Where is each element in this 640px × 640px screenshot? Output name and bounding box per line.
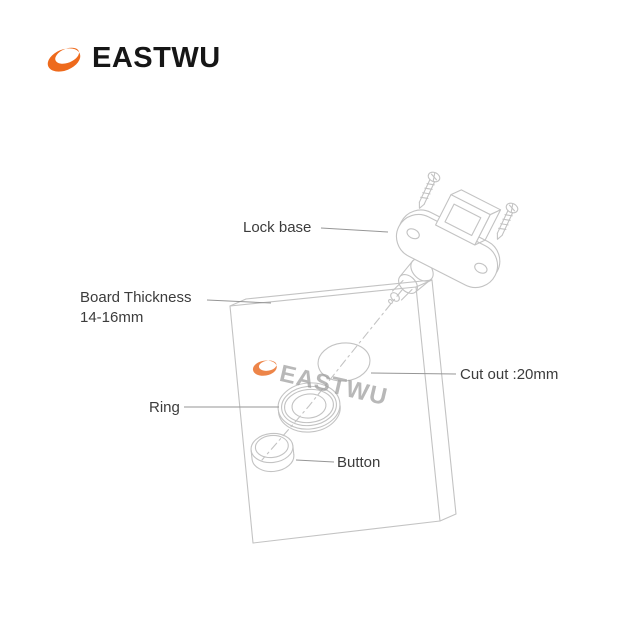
lock-body-block (435, 189, 502, 246)
lock-flange-hole (474, 262, 488, 274)
button-drawing (250, 432, 295, 473)
brand-swoosh-icon (47, 47, 81, 72)
label-board-thickness: Board Thickness 14-16mm (80, 288, 191, 328)
lock-base-drawing (388, 189, 502, 304)
brand-name: EASTWU (92, 42, 221, 74)
label-board-thickness-line1: Board Thickness (80, 289, 192, 306)
label-cut-out: Cut out :20mm (460, 366, 559, 383)
watermark-swoosh-icon (252, 360, 277, 376)
board-drawing (229, 279, 457, 544)
brand-logo: EASTWU (44, 42, 221, 75)
label-ring: Ring (149, 399, 180, 416)
leader-line-cut-out (370, 372, 457, 375)
ring-drawing (277, 382, 341, 433)
cutout-hole-drawing (317, 342, 371, 382)
leader-line-board-thickness (206, 299, 272, 304)
lock-flange-hole (406, 228, 420, 240)
watermark: EASTWU (252, 360, 390, 411)
label-board-thickness-line2: 14-16mm (80, 309, 144, 326)
leader-line-lock-base (320, 227, 389, 233)
label-lock-base: Lock base (243, 219, 312, 236)
leader-line-button (295, 459, 335, 463)
label-button: Button (337, 454, 381, 471)
screw-icon (496, 202, 519, 240)
assembly-axis-line (261, 289, 403, 461)
screw-icon (418, 171, 441, 209)
